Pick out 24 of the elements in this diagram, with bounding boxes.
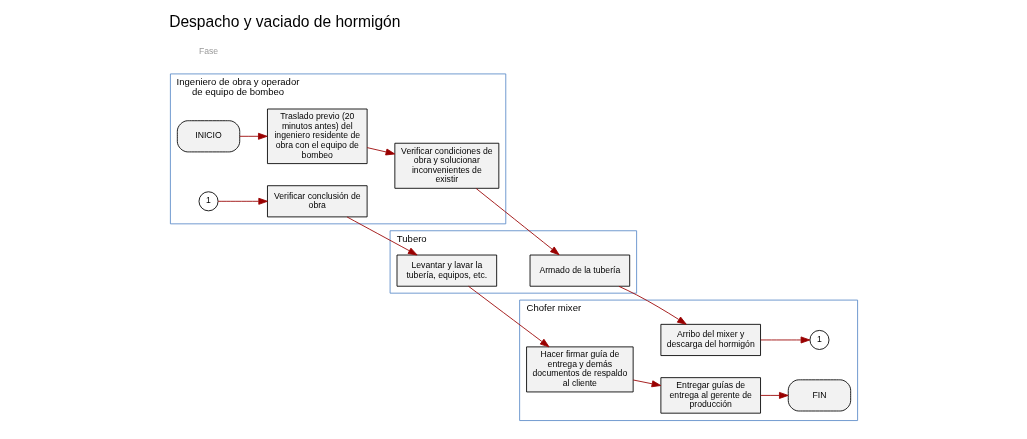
arrow — [759, 336, 810, 344]
node-box: INICIO — [176, 120, 240, 153]
node-box: Verificar conclusión de obra — [266, 185, 368, 218]
arrow — [632, 379, 661, 388]
node-box: Levantar y lavar la tubería, equipos, etc. — [396, 254, 497, 287]
node-box: FIN — [787, 379, 851, 412]
arrow — [475, 188, 560, 256]
node-circle: 1 — [809, 330, 829, 350]
arrow — [618, 285, 687, 325]
diagram-title: Despacho y vaciado de hormigón — [168, 13, 400, 31]
node-circle: 1 — [198, 191, 218, 212]
node-box: Armado de la tubería — [529, 254, 630, 287]
arrow — [346, 216, 417, 256]
arrow — [238, 132, 268, 140]
node-box: Hacer firmar guía de entrega y demás documentos de respaldo al cliente — [525, 346, 634, 393]
arrow — [467, 285, 549, 348]
label: Fase — [198, 45, 218, 56]
node-box: Verificar condiciones de obra y solucionar inconvenientes de existir — [393, 142, 499, 189]
node-box: Traslado previo (20 minutos antes) del ingeniero residente de obra con el equipo de bombeo — [266, 108, 368, 165]
arrow — [366, 147, 395, 156]
arrow — [759, 391, 789, 399]
arrow — [217, 197, 268, 205]
node-box: Arribo del mixer y descarga del hormigón — [659, 323, 761, 356]
node-box: Entregar guías de entrega al gerente de producción — [659, 377, 761, 414]
